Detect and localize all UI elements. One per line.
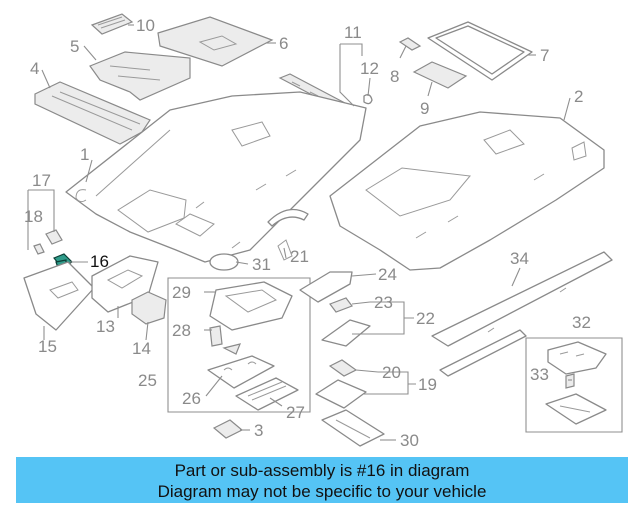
callout-34: 34	[510, 249, 529, 268]
callout-30: 30	[400, 431, 419, 450]
leader-lines	[27, 24, 572, 441]
part-3-clip	[212, 419, 244, 439]
callout-26: 26	[182, 389, 201, 408]
callout-3: 3	[254, 421, 263, 440]
banner-line-1: Part or sub-assembly is #16 in diagram	[174, 461, 470, 480]
callout-22: 22	[416, 309, 435, 328]
part-19-lamps	[315, 359, 367, 409]
part-5-pad	[89, 51, 191, 101]
part-15-visor	[23, 261, 95, 331]
part-21-grip	[267, 208, 309, 261]
callout-25: 25	[138, 371, 157, 390]
part-6-pad	[157, 16, 274, 67]
part-2-headliner	[329, 111, 605, 271]
callout-5: 5	[70, 37, 79, 56]
part-8-clip	[398, 37, 422, 51]
callout-14: 14	[132, 339, 151, 358]
callout-11: 11	[344, 23, 362, 42]
parts-diagram: 10 6 5 4 11 12 8 7 9 2 1 17 18 16 31 21 …	[23, 13, 623, 450]
callout-17: 17	[32, 171, 51, 190]
part-30-panel	[321, 409, 385, 447]
callout-10: 10	[136, 16, 155, 35]
part-7-frame	[427, 21, 533, 81]
callout-18: 18	[24, 207, 43, 226]
callout-28: 28	[172, 321, 191, 340]
part-34-rail	[431, 251, 613, 377]
callout-9: 9	[420, 99, 429, 118]
part-10-pad	[90, 13, 134, 35]
callout-23: 23	[374, 293, 393, 312]
info-banner: Part or sub-assembly is #16 in diagram D…	[16, 457, 628, 503]
callout-16: 16	[90, 252, 109, 271]
part-9-lens	[412, 61, 468, 89]
part-14-lamp	[131, 291, 167, 325]
callout-8: 8	[390, 67, 399, 86]
callout-19: 19	[418, 375, 437, 394]
callout-15: 15	[38, 337, 57, 356]
part-24-holder	[299, 271, 353, 303]
callout-7: 7	[540, 46, 549, 65]
callout-1: 1	[80, 145, 89, 164]
callout-4: 4	[30, 59, 39, 78]
part-22-sensors	[321, 297, 371, 347]
callout-32: 32	[572, 313, 591, 332]
callout-13: 13	[96, 317, 115, 336]
callout-labels: 10 6 5 4 11 12 8 7 9 2 1 17 18 16 31 21 …	[24, 16, 591, 450]
callout-27: 27	[286, 403, 305, 422]
callout-21: 21	[290, 247, 309, 266]
banner-line-2: Diagram may not be specific to your vehi…	[157, 482, 487, 501]
group-32-box	[525, 337, 623, 433]
callout-29: 29	[172, 283, 191, 302]
callout-12: 12	[360, 59, 379, 78]
group-25-box	[167, 277, 311, 413]
callout-2: 2	[574, 87, 583, 106]
callout-24: 24	[378, 265, 397, 284]
callout-20: 20	[382, 363, 401, 382]
callout-33: 33	[530, 365, 549, 384]
part-17-clips	[33, 229, 63, 255]
part-1-headliner	[65, 91, 367, 263]
callout-6: 6	[279, 34, 288, 53]
callout-31: 31	[252, 255, 271, 274]
